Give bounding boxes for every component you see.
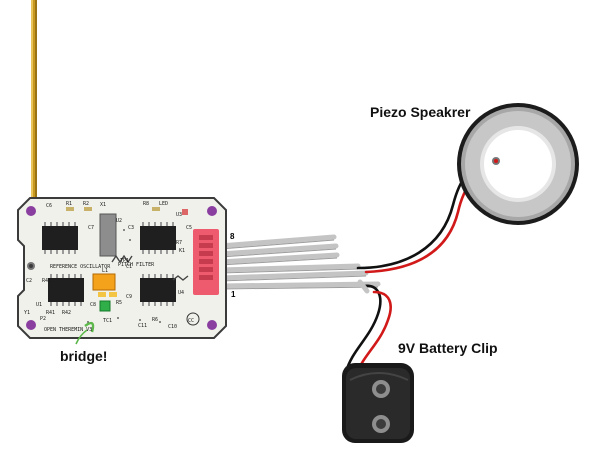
board-ref-y1: Y1 [24, 310, 30, 316]
battery-clip [342, 363, 414, 443]
board-ref-tc1: TC1 [103, 318, 112, 324]
board-ref-c9: C9 [126, 294, 132, 300]
piezo-speaker-label: Piezo Speakrer [370, 104, 471, 120]
board-ref-k1: K1 [179, 248, 185, 254]
piezo-speaker [457, 103, 579, 225]
antenna-rod [31, 0, 37, 268]
board-ref-c10: C10 [168, 324, 177, 330]
board-ref-r43: R43 [42, 278, 51, 284]
board-ref-r2: R2 [83, 201, 89, 207]
ribbon-cable-shadow [219, 239, 379, 290]
board-ref-r6: R6 [152, 317, 158, 323]
board-ref-r1: R1 [66, 201, 72, 207]
board-ref-p2: P2 [40, 316, 46, 322]
ribbon-cable [217, 234, 381, 289]
board-ref-c7: C7 [88, 225, 94, 231]
board-ref-c1: C1 [126, 264, 132, 270]
circuit-board [17, 197, 227, 345]
board-text-row: OPEN THEREMIN V3 [44, 327, 92, 333]
board-ref-u2: U2 [116, 218, 122, 224]
board-ref-r5: R5 [116, 300, 122, 306]
board-ref-x1: X1 [100, 202, 106, 208]
board-ref-r8: R8 [143, 201, 149, 207]
board-ref-r41: R41 [46, 310, 55, 316]
board-ref-c8: C8 [90, 302, 96, 308]
board-ref-c2: C2 [26, 278, 32, 284]
board-ref-r42: R42 [62, 310, 71, 316]
connector-pin-1-label: 1 [231, 290, 236, 299]
board-text-row: PITCH FILTER [118, 262, 155, 268]
connector-pin-8-label: 8 [230, 232, 235, 241]
board-ref-r7: R7 [176, 240, 182, 246]
board-ref-c6: C6 [46, 203, 52, 209]
board-ref-l1: L1 [102, 268, 108, 274]
board-ref-tp1: TP1 [120, 258, 129, 264]
board-text-row: REFERENCE OSCILLATOR [50, 264, 111, 270]
battery-clip-label: 9V Battery Clip [398, 340, 498, 356]
board-ref-cc: CC [188, 318, 194, 324]
board-ref-c11: C11 [138, 323, 147, 329]
board-ref-u3: U3 [176, 212, 182, 218]
board-silkscreen-text: REFERENCE OSCILLATOR PITCH FILTER OPEN THE… [44, 262, 155, 333]
board-ref-u1: U1 [36, 302, 42, 308]
bridge-label: bridge! [60, 348, 108, 364]
board-ref-u4: U4 [178, 290, 184, 296]
board-ref-c5: C5 [186, 225, 192, 231]
board-ref-led: LED [159, 201, 168, 207]
board-ref-c3: C3 [128, 225, 134, 231]
